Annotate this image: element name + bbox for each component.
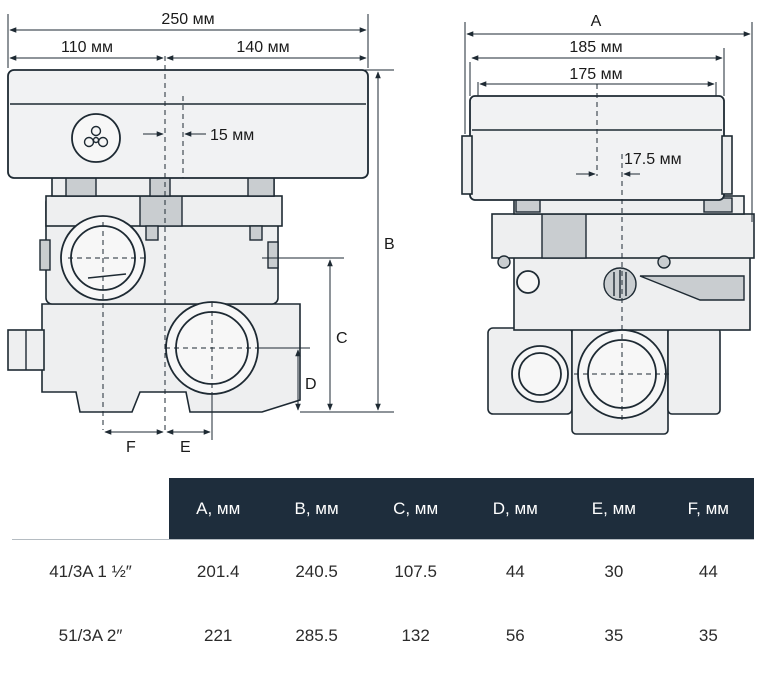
table-cell: 107.5 xyxy=(365,539,466,604)
table-header-b: B, мм xyxy=(267,478,366,540)
dim-label-b: B xyxy=(384,236,395,253)
table-row: 51/3A 2″ 221 285.5 132 56 35 35 xyxy=(12,604,754,668)
dim-label-a: A xyxy=(591,13,602,30)
dim-label-d: D xyxy=(305,376,317,393)
dim-label-e: E xyxy=(180,439,191,456)
table-cell-model: 41/3A 1 ½″ xyxy=(12,539,169,604)
technical-drawing: 250 мм 110 мм 140 мм 15 мм B C D F E xyxy=(7,11,755,456)
dim-left-part: 110 мм xyxy=(61,39,113,56)
dim-total-width: 250 мм xyxy=(161,11,214,28)
table-cell: 132 xyxy=(401,626,430,645)
side-view-valve xyxy=(7,56,369,430)
side-view-dimensions xyxy=(7,14,394,440)
table-header-a: A, мм xyxy=(169,478,268,540)
table-row: 41/3A 1 ½″ 201.4 240.5 107.5 44 30 44 xyxy=(12,539,754,604)
table-cell-model: 51/3A 2″ xyxy=(58,626,123,645)
table-cell: 285.5 xyxy=(295,626,338,645)
front-view-labels: A 185 мм 175 мм 17.5 мм xyxy=(569,13,681,168)
table-cell: 35 xyxy=(698,626,718,645)
dim-right-part: 140 мм xyxy=(236,39,289,56)
front-view-valve xyxy=(461,84,755,435)
table-header-f: F, мм xyxy=(662,478,754,540)
dim-offset-15: 15 мм xyxy=(210,127,254,144)
table-header-c: C, мм xyxy=(365,478,466,540)
table-cell: 221 xyxy=(204,626,233,645)
table-header-row: A, мм B, мм C, мм D, мм E, мм F, мм xyxy=(12,478,754,540)
dim-width-185: 185 мм xyxy=(569,39,622,56)
table-cell: 56 xyxy=(505,626,525,645)
table-cell: 201.4 xyxy=(169,539,268,604)
table-cell: 240.5 xyxy=(267,539,366,604)
table-header-e: E, мм xyxy=(565,478,663,540)
table-header-empty xyxy=(12,478,169,540)
dim-label-c: C xyxy=(336,330,348,347)
table-cell: 35 xyxy=(604,626,624,645)
table-cell: 44 xyxy=(465,539,566,604)
front-view-dimensions xyxy=(464,22,753,222)
side-view-labels: 250 мм 110 мм 140 мм 15 мм B C D F E xyxy=(61,11,395,456)
dimensions-table: A, мм B, мм C, мм D, мм E, мм F, мм 41/3… xyxy=(12,478,754,668)
dim-label-f: F xyxy=(126,439,136,456)
table-header-d: D, мм xyxy=(465,478,566,540)
dim-offset-17-5: 17.5 мм xyxy=(624,151,682,168)
dim-width-175: 175 мм xyxy=(569,66,622,83)
table-cell: 30 xyxy=(565,539,663,604)
table-cell: 44 xyxy=(662,539,754,604)
